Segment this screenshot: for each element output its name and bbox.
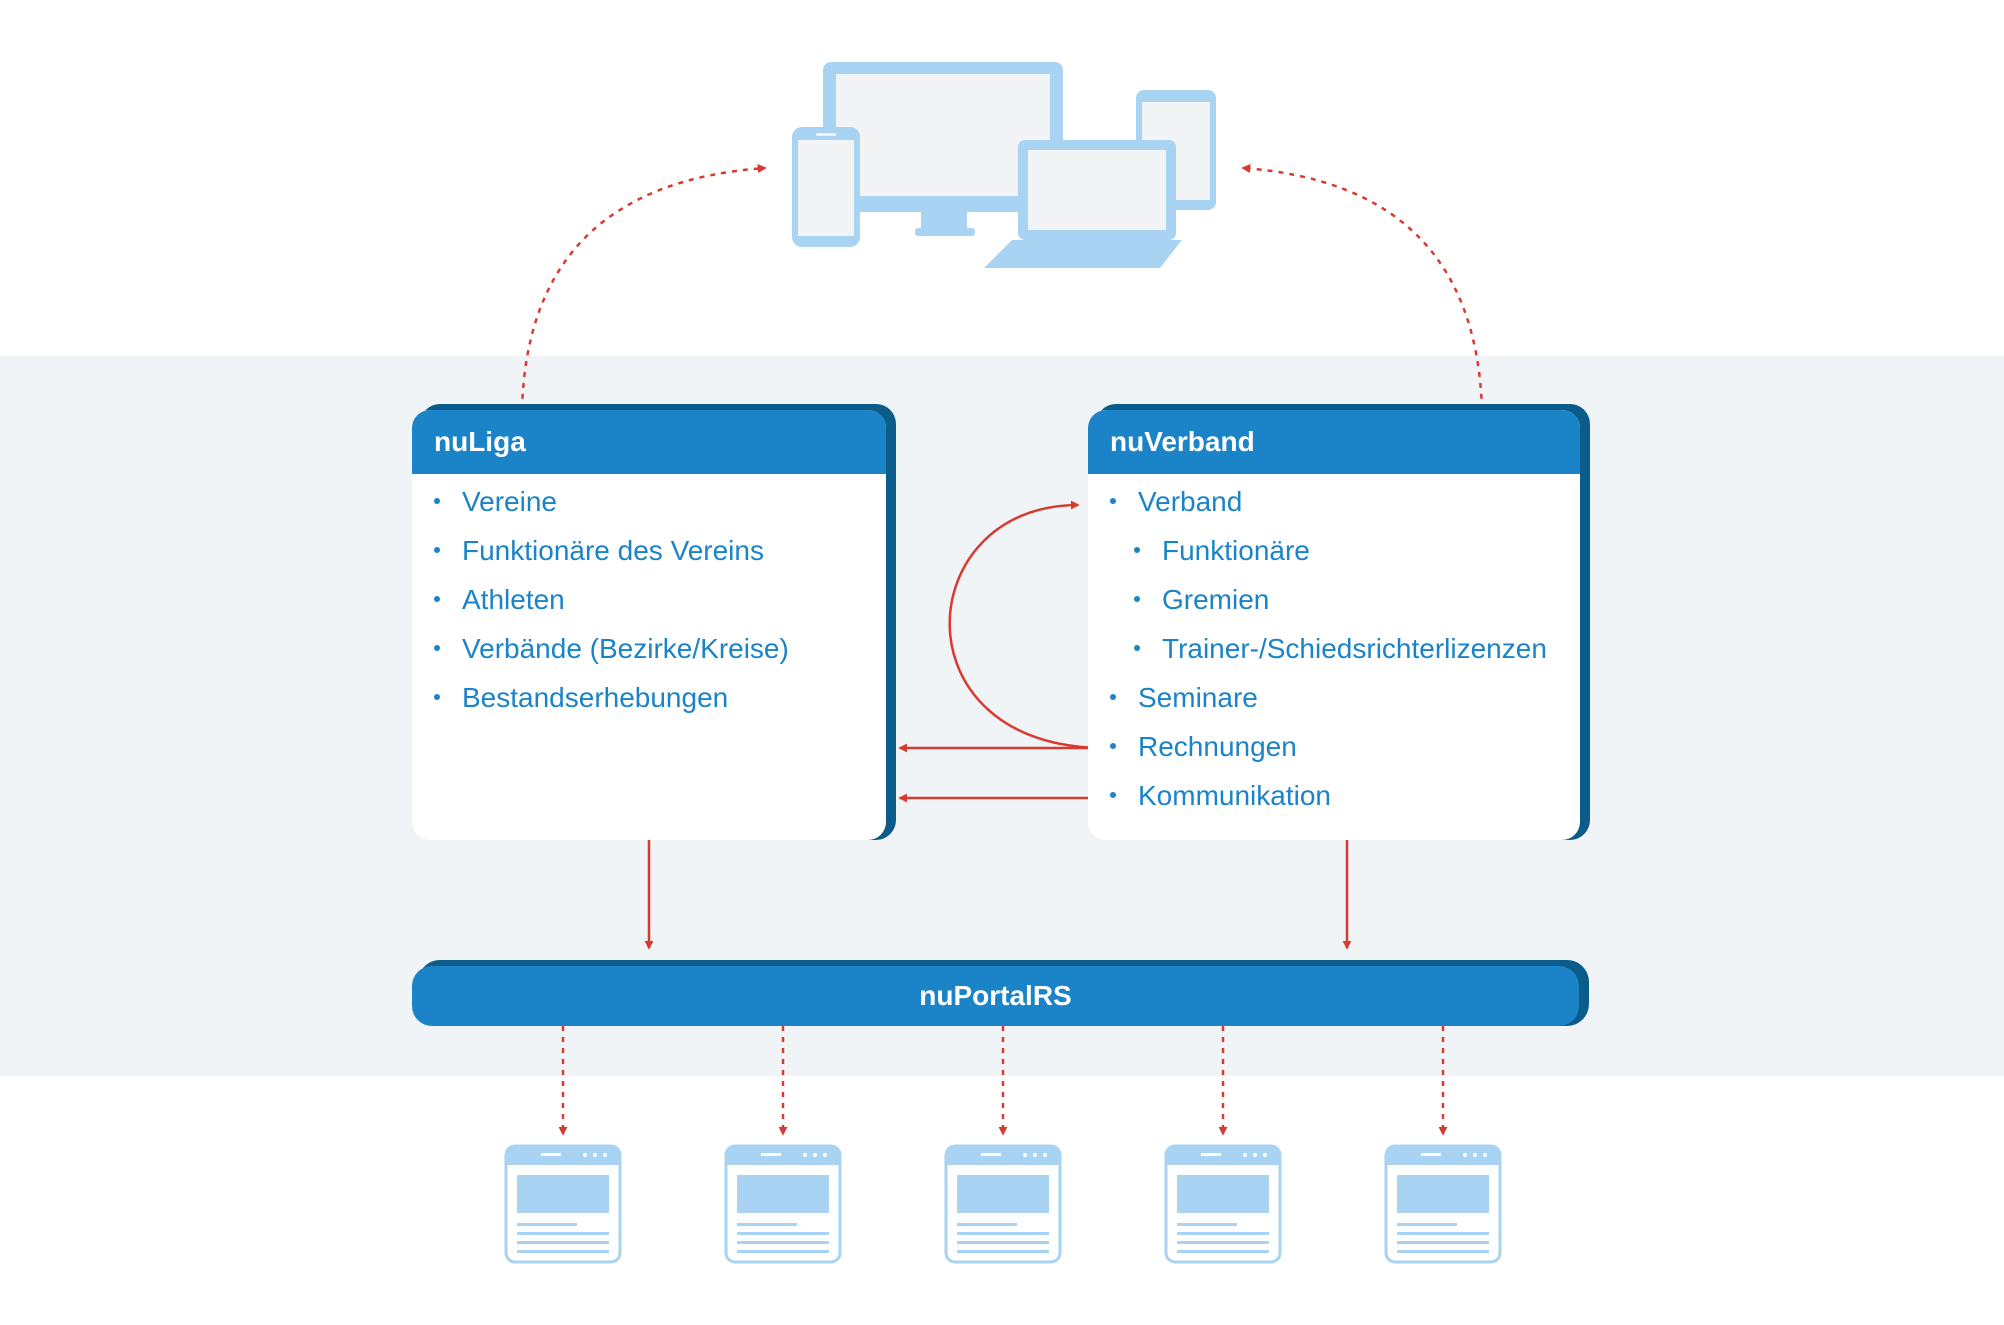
- nuverband-item-label: Rechnungen: [1138, 731, 1297, 762]
- nuverband-subitem: Funktionäre: [1134, 535, 1310, 567]
- phone-icon: [792, 127, 860, 247]
- nuverband-item-label: Verband: [1138, 486, 1243, 517]
- background-band: [0, 356, 2004, 1076]
- nuverband-subitem: Gremien: [1134, 584, 1269, 616]
- nuverband-item: Seminare: [1110, 682, 1258, 714]
- portal-output-arrows: [558, 1026, 1448, 1136]
- bullet-icon: [1134, 595, 1140, 602]
- arrow-rechnungen-to-verband: [948, 500, 1106, 750]
- webpage-icon: [1384, 1144, 1502, 1264]
- bullet-icon: [1110, 742, 1116, 749]
- nuverband-title: nuVerband: [1088, 410, 1580, 474]
- bullet-icon: [434, 644, 440, 651]
- nuverband-subitem: Trainer-/Schiedsrichterlizenzen: [1134, 633, 1547, 665]
- webpage-icon: [724, 1144, 842, 1264]
- nuliga-item-label: Verbände (Bezirke/Kreise): [462, 633, 789, 664]
- monitor-icon: [823, 62, 1063, 236]
- bullet-icon: [434, 693, 440, 700]
- bullet-icon: [1134, 644, 1140, 651]
- nuliga-item: Verbände (Bezirke/Kreise): [434, 633, 789, 665]
- nuverband-item-label: Gremien: [1162, 584, 1270, 615]
- nuverband-item-label: Trainer-/Schiedsrichterlizenzen: [1162, 633, 1547, 664]
- nuverband-item-label: Kommunikation: [1138, 780, 1331, 811]
- nuverband-card: nuVerband Verband Funktionäre Gremien Tr…: [1088, 410, 1580, 840]
- nuliga-item: Funktionäre des Vereins: [434, 535, 764, 567]
- bullet-icon: [1110, 693, 1116, 700]
- arrow-nuliga-to-devices: [520, 164, 767, 411]
- bullet-icon: [1134, 546, 1140, 553]
- nuliga-item: Bestandserhebungen: [434, 682, 728, 714]
- nuliga-item: Athleten: [434, 584, 565, 616]
- arrow-nuverband-to-devices: [1241, 164, 1484, 411]
- nuverband-box: nuVerband Verband Funktionäre Gremien Tr…: [1088, 404, 1590, 840]
- webpage-icon: [1164, 1144, 1282, 1264]
- nuportalrs-bar: nuPortalRS: [412, 960, 1589, 1026]
- nuliga-title: nuLiga: [412, 410, 886, 474]
- nuliga-item-label: Vereine: [462, 486, 557, 517]
- nuverband-item: Rechnungen: [1110, 731, 1297, 763]
- bullet-icon: [434, 497, 440, 504]
- nuliga-card: nuLiga Vereine Funktionäre des Vereins A…: [412, 410, 886, 840]
- devices-illustration-icon: [792, 62, 1216, 268]
- webpage-icons: [504, 1144, 1502, 1264]
- nuverband-item: Verband: [1110, 486, 1242, 518]
- nuportalrs-title: nuPortalRS: [412, 966, 1579, 1026]
- nuverband-item-label: Funktionäre: [1162, 535, 1310, 566]
- nuverband-item-label: Seminare: [1138, 682, 1258, 713]
- webpage-icon: [944, 1144, 1062, 1264]
- laptop-icon: [984, 140, 1182, 268]
- bullet-icon: [1110, 791, 1116, 798]
- nuliga-item-label: Bestandserhebungen: [462, 682, 729, 713]
- bullet-icon: [434, 546, 440, 553]
- bullet-icon: [1110, 497, 1116, 504]
- nuliga-item: Vereine: [434, 486, 557, 518]
- nuliga-item-label: Athleten: [462, 584, 565, 615]
- bullet-icon: [434, 595, 440, 602]
- nuverband-item: Kommunikation: [1110, 780, 1331, 812]
- webpage-icon: [504, 1144, 622, 1264]
- nuliga-item-label: Funktionäre des Vereins: [462, 535, 764, 566]
- nuliga-box: nuLiga Vereine Funktionäre des Vereins A…: [412, 404, 896, 840]
